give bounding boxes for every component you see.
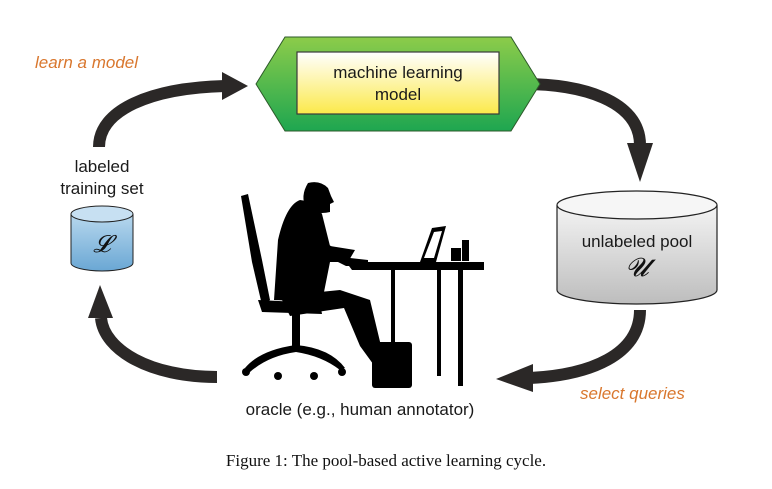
pen-holder xyxy=(462,240,469,261)
desk-leg xyxy=(437,268,441,376)
labeled-set-label-line1: labeled xyxy=(75,157,130,176)
oracle-label: oracle (e.g., human annotator) xyxy=(246,400,475,419)
oracle-silhouette xyxy=(241,182,484,388)
arrow-to-labeled-set xyxy=(88,285,218,383)
step-learn-label: learn a model xyxy=(35,53,139,72)
person-leg xyxy=(280,290,392,368)
person-torso xyxy=(274,200,355,302)
chair-post xyxy=(292,312,300,346)
person-arm xyxy=(314,238,368,266)
desk-top xyxy=(346,262,484,270)
labeled-set-cylinder xyxy=(70,205,134,272)
unlabeled-pool-cylinder xyxy=(556,190,718,305)
desk-leg xyxy=(458,268,463,386)
model-inner-box xyxy=(296,51,500,115)
arrow-learn-model xyxy=(93,72,248,148)
desk-leg xyxy=(391,268,395,380)
step-select-label: select queries xyxy=(580,384,685,403)
chair-base xyxy=(245,345,345,372)
model-label-line1: machine learning xyxy=(333,63,462,82)
arrow-to-pool xyxy=(524,78,653,182)
person-head xyxy=(303,182,334,213)
figure-caption: Figure 1: The pool-based active learning… xyxy=(226,451,546,470)
labeled-set-label-line2: training set xyxy=(60,179,143,198)
chair-back xyxy=(241,194,270,305)
model-label-line2: model xyxy=(375,85,421,104)
unlabeled-pool-label: unlabeled pool xyxy=(582,232,693,251)
arrow-select-queries xyxy=(496,309,646,392)
model-node xyxy=(255,36,541,132)
mug xyxy=(451,248,461,261)
